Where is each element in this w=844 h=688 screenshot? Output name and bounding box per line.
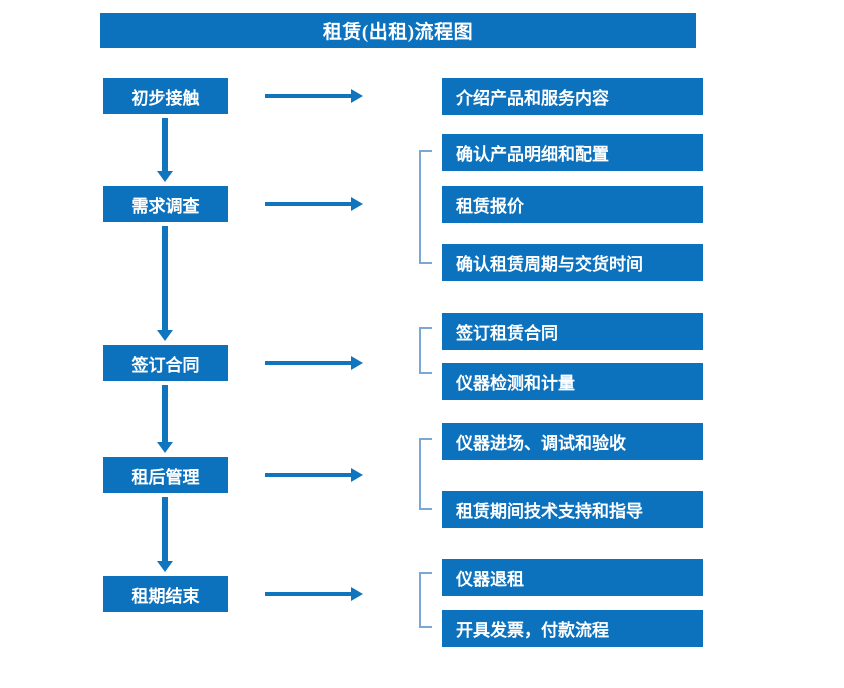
stage-box-初步接触[interactable]: 初步接触 (103, 78, 228, 114)
detail-arrow-right-5 (265, 587, 363, 601)
detail-box-介绍产品和服务内容[interactable]: 介绍产品和服务内容 (442, 78, 703, 115)
detail-arrow-right-3 (265, 356, 363, 370)
detail-arrow-right-4 (265, 468, 363, 482)
detail-box-确认产品明细和配置[interactable]: 确认产品明细和配置 (442, 134, 703, 171)
detail-box-租赁期间技术支持和指导[interactable]: 租赁期间技术支持和指导 (442, 491, 703, 528)
detail-box-租赁报价[interactable]: 租赁报价 (442, 186, 703, 223)
group-bracket-签订合同 (419, 327, 432, 374)
detail-box-仪器进场调试和验收[interactable]: 仪器进场、调试和验收 (442, 423, 703, 460)
stage-box-租后管理[interactable]: 租后管理 (103, 457, 228, 493)
group-bracket-租期结束 (419, 572, 432, 628)
detail-box-签订租赁合同[interactable]: 签订租赁合同 (442, 313, 703, 350)
flow-arrow-down-1 (157, 118, 173, 182)
detail-box-确认租赁周期与交货时间[interactable]: 确认租赁周期与交货时间 (442, 244, 703, 281)
detail-arrow-right-2 (265, 197, 363, 211)
flow-arrow-down-2 (157, 226, 173, 341)
stage-box-需求调查[interactable]: 需求调查 (103, 186, 228, 222)
group-bracket-需求调查 (419, 150, 432, 264)
detail-box-仪器检测和计量[interactable]: 仪器检测和计量 (442, 363, 703, 400)
detail-box-开具发票付款流程[interactable]: 开具发票，付款流程 (442, 610, 703, 647)
group-bracket-租后管理 (419, 438, 432, 510)
flow-arrow-down-4 (157, 497, 173, 572)
stage-box-签订合同[interactable]: 签订合同 (103, 345, 228, 381)
stage-box-租期结束[interactable]: 租期结束 (103, 576, 228, 612)
detail-box-仪器退租[interactable]: 仪器退租 (442, 559, 703, 596)
flow-arrow-down-3 (157, 385, 173, 453)
detail-arrow-right-1 (265, 89, 363, 103)
diagram-title: 租赁(出租)流程图 (100, 13, 696, 48)
